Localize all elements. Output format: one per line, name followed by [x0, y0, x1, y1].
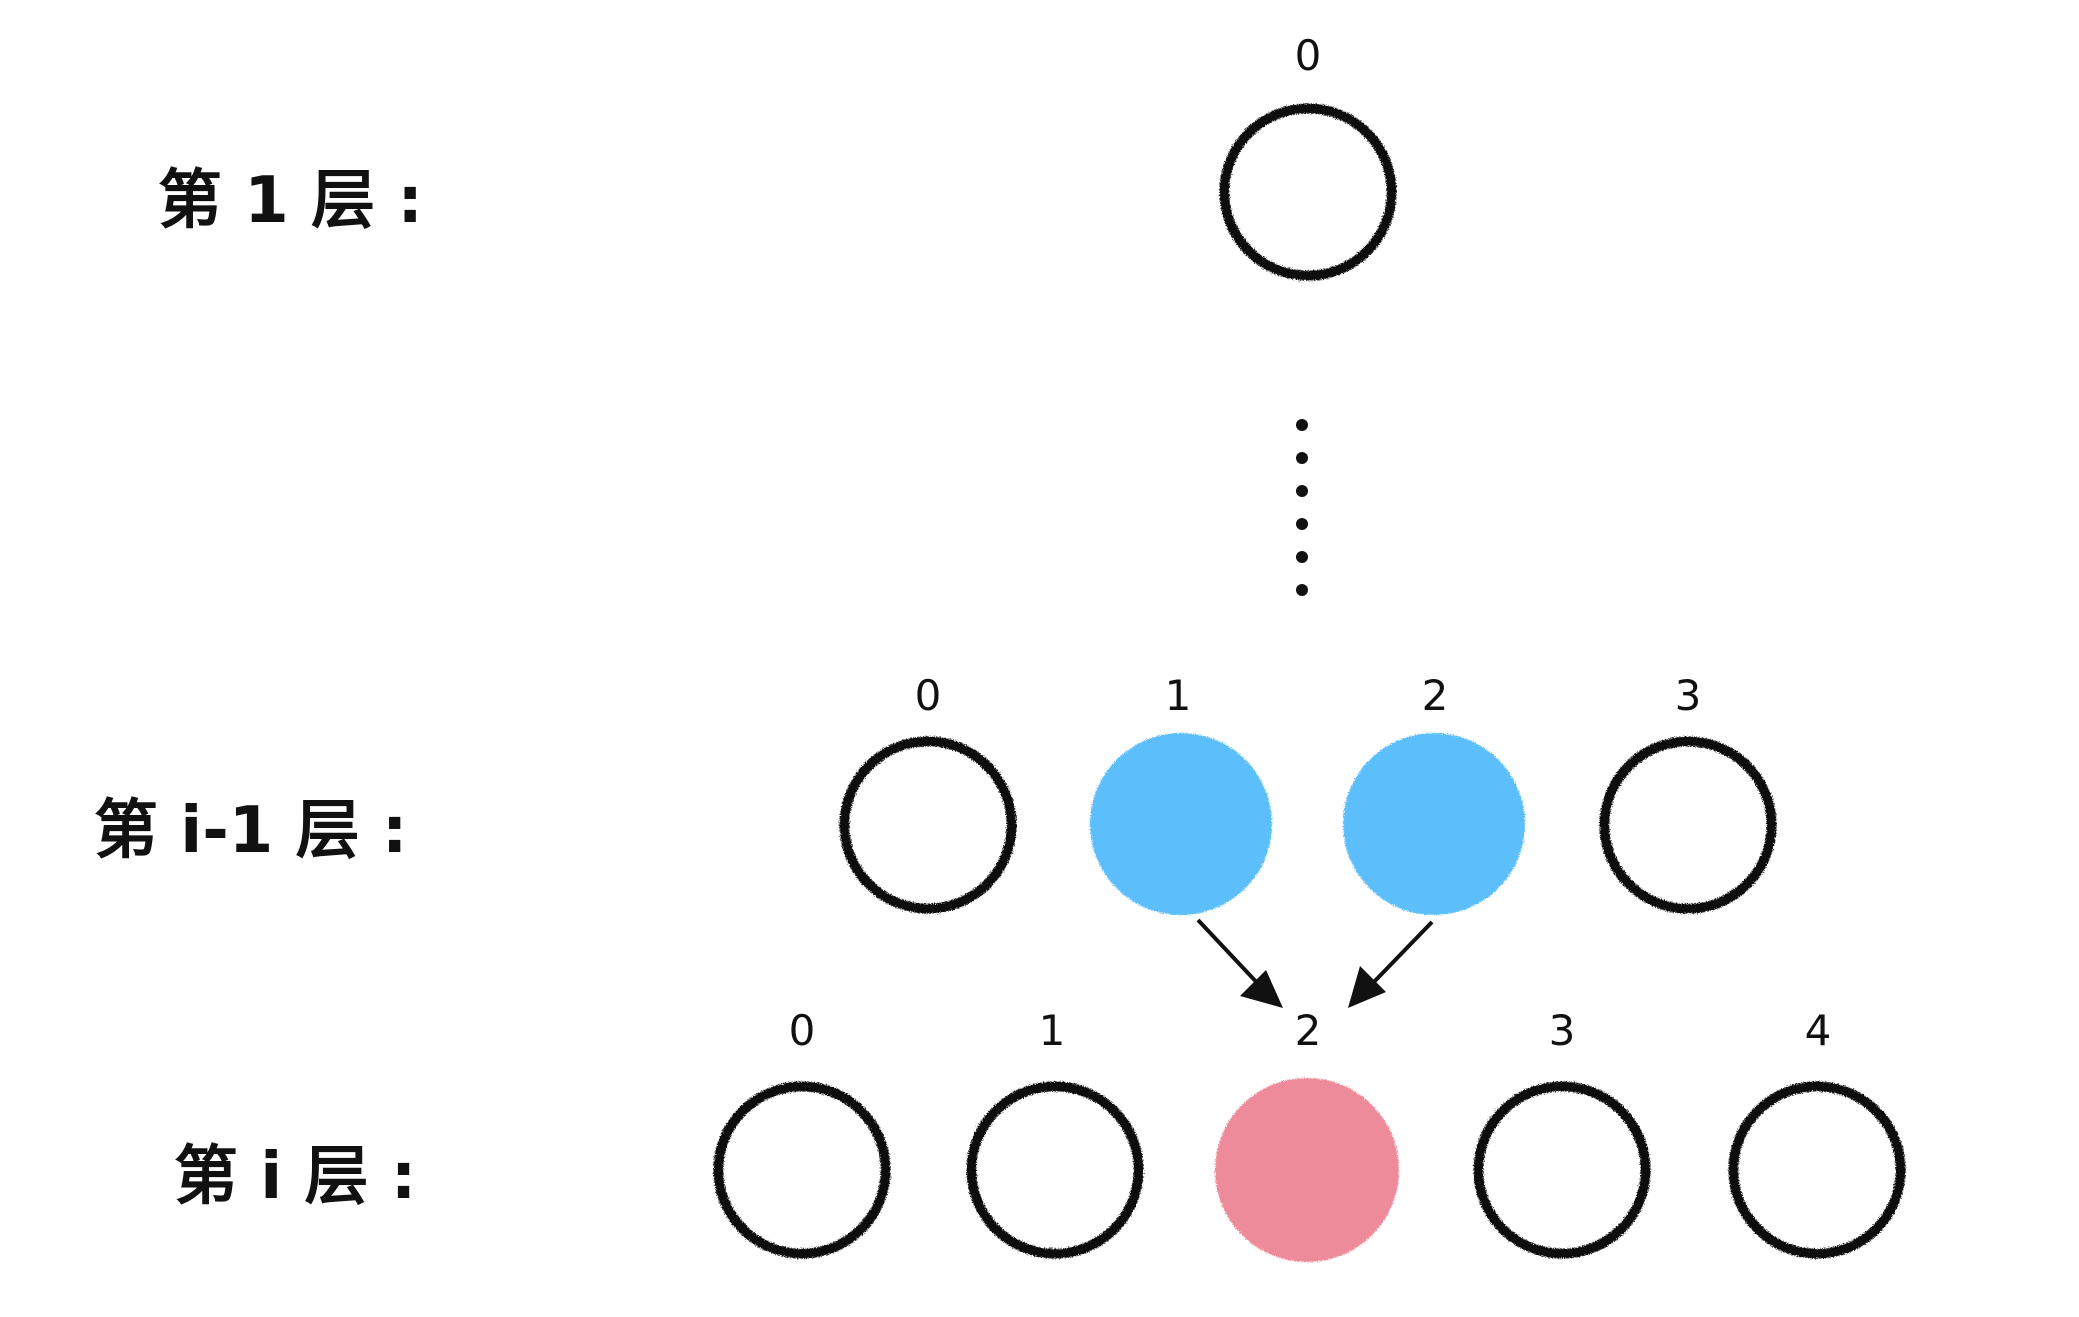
node-index: 3 [1549, 1006, 1576, 1055]
node-circle [839, 736, 1017, 914]
layer-i-nodes: 0 1 2 3 4 [713, 1006, 1906, 1262]
node-circle [1599, 736, 1777, 914]
layer-labels: 第 1 层 : 第 i-1 层 : 第 i 层 : [94, 164, 423, 1214]
node-circle [1219, 103, 1397, 281]
parent-node-filled [1090, 733, 1272, 915]
node-index: 0 [789, 1006, 816, 1055]
edge-arrows [1196, 918, 1434, 1008]
ellipsis-dot [1296, 485, 1308, 497]
ellipsis-dot [1296, 452, 1308, 464]
node-index: 0 [915, 671, 942, 720]
node-index: 1 [1039, 1006, 1066, 1055]
node-circle [1728, 1081, 1906, 1259]
ellipsis-dot [1296, 518, 1308, 530]
layer-1-nodes: 0 [1219, 31, 1397, 281]
arrow-icon [1196, 918, 1283, 1008]
layer-i-minus-1-nodes: 0 1 2 3 [839, 671, 1777, 915]
node-index: 1 [1165, 671, 1192, 720]
node-index: 2 [1295, 1006, 1322, 1055]
vertical-ellipsis [1296, 419, 1308, 596]
node-circle [713, 1081, 891, 1259]
node-index: 0 [1295, 31, 1322, 80]
node-index: 3 [1675, 671, 1702, 720]
node-circle [1473, 1081, 1651, 1259]
node-circle [966, 1081, 1144, 1259]
ellipsis-dot [1296, 584, 1308, 596]
node-index: 4 [1805, 1006, 1832, 1055]
parent-node-filled [1343, 733, 1525, 915]
ellipsis-dot [1296, 551, 1308, 563]
node-index: 2 [1422, 671, 1449, 720]
layer-label-i-minus-1: 第 i-1 层 : [94, 794, 407, 868]
target-node-filled [1215, 1078, 1399, 1262]
ellipsis-dot [1296, 419, 1308, 431]
arrow-icon [1348, 920, 1434, 1008]
layer-label-i: 第 i 层 : [174, 1140, 416, 1214]
layer-label-1: 第 1 层 : [158, 164, 423, 238]
